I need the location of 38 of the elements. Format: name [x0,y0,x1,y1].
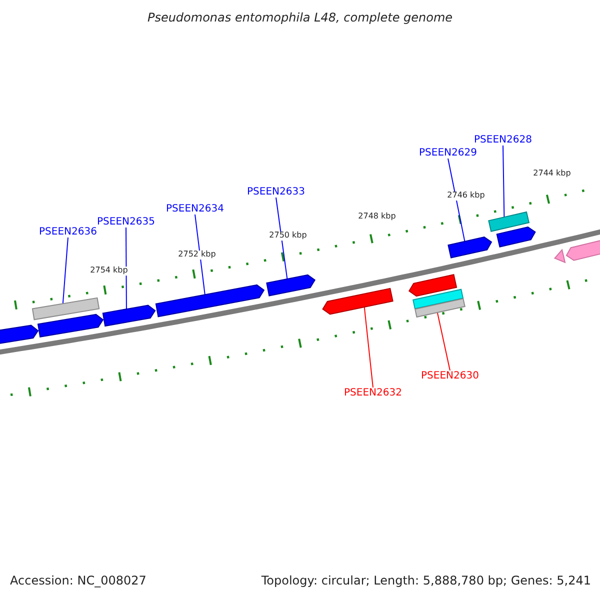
gene-feature [414,298,466,318]
scale-label: 2748 kbp [358,212,396,222]
gene-label: PSEEN2630 [421,370,479,382]
gene-feature [155,284,265,318]
gene-feature [266,274,316,296]
gene-feature [448,236,492,258]
genome-stats-text: Topology: circular; Length: 5,888,780 bp; Genes: 5,241 [261,574,591,588]
gene-label: PSEEN2636 [39,226,97,238]
leader-line [276,197,288,280]
leader-line [126,227,127,310]
gene-feature [102,304,156,327]
gene-feature [488,211,530,232]
leader-line [62,237,68,304]
leader-line [502,145,505,218]
leader-line [194,214,206,296]
chart-title: Pseudomonas entomophila L48, complete genome [147,11,453,25]
scale-label: 2746 kbp [447,192,485,200]
gene-feature [32,297,100,320]
gene-feature [37,314,104,338]
scale-label: 2752 kbp [178,250,216,260]
gene-feature [412,288,464,310]
gene-label: PSEEN2628 [474,134,532,146]
accession-text: Accession: NC_008027 [10,574,146,588]
gene-label: PSEEN2629 [419,148,477,158]
scale-label: 2750 kbp [269,232,307,240]
gene-feature [322,288,394,315]
gene-label: PSEEN2635 [97,216,155,228]
scale-label: 2744 kbp [533,170,571,178]
gene-feature [408,274,458,297]
leader-line [448,158,466,242]
gene-label: PSEEN2633 [247,186,305,198]
gene-label: PSEEN2634 [166,204,224,214]
gene-label: PSEEN2632 [344,388,402,398]
gene-feature [0,324,39,346]
gene-feature [496,226,536,248]
leader-line [436,312,450,371]
leader-line [364,306,374,388]
scale-label: 2754 kbp [90,266,128,276]
